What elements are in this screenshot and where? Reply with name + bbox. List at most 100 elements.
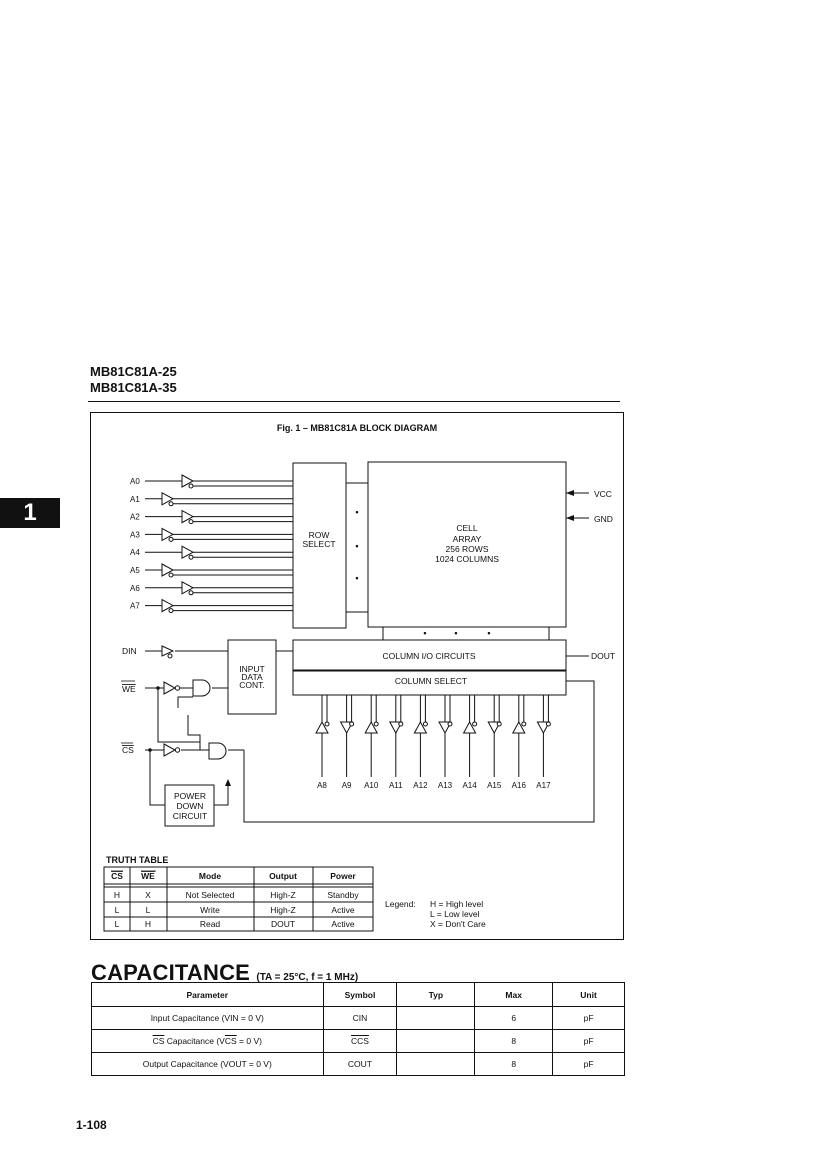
column-address-label: A16 <box>512 781 527 790</box>
tt-cell: DOUT <box>271 919 295 929</box>
address-buffer <box>181 509 195 524</box>
tt-header-cs: CS <box>111 871 123 881</box>
cap-typ <box>396 1006 476 1030</box>
tt-header-mode: Mode <box>199 871 221 881</box>
tt-cell: L <box>115 905 120 915</box>
address-buffer <box>161 491 175 506</box>
address-buffer-bubble <box>168 608 174 614</box>
column-address-label: A11 <box>389 781 403 790</box>
cap-header-typ: Typ <box>396 982 476 1007</box>
address-buffer <box>181 580 195 595</box>
address-label: A2 <box>130 513 140 522</box>
tt-header-we: WE <box>141 871 155 881</box>
cap-param-bar: CS <box>152 1036 165 1046</box>
address-label: A5 <box>130 566 140 575</box>
cap-param-bar: CS <box>224 1036 237 1046</box>
block-diagram-frame <box>90 412 624 940</box>
cap-param-text: = 0 V) <box>236 1036 262 1046</box>
address-buffer-bubble <box>188 483 194 489</box>
legend-item: L = Low level <box>430 909 480 919</box>
column-address-label: A17 <box>536 781 551 790</box>
section-tab: 1 <box>0 498 60 528</box>
cap-typ <box>396 1052 476 1076</box>
cell-array-label: CELL <box>456 523 478 533</box>
address-buffer-bubble <box>188 519 194 525</box>
column-buffer <box>413 720 428 734</box>
cap-unit: pF <box>552 1029 625 1053</box>
address-buffer-bubble <box>188 590 194 596</box>
address-buffer-bubble <box>168 572 174 578</box>
address-label: A1 <box>130 495 140 504</box>
column-buffer-bubble <box>496 721 502 727</box>
column-address-label: A14 <box>462 781 477 790</box>
array-dot: • <box>355 541 358 551</box>
cap-param-text: Capacitance (V <box>164 1036 225 1046</box>
address-buffer-bubble <box>168 536 174 542</box>
tt-cell: High-Z <box>270 905 296 915</box>
column-buffer-bubble <box>521 721 527 727</box>
gnd-label: GND <box>594 514 613 524</box>
column-buffer-bubble <box>545 721 551 727</box>
tt-cell: Write <box>200 905 220 915</box>
cap-param: Input Capacitance (VIN = 0 V) <box>91 1006 324 1030</box>
address-label: A6 <box>130 584 140 593</box>
address-label: A3 <box>130 530 140 539</box>
cap-typ <box>396 1029 476 1053</box>
column-address-label: A13 <box>438 781 453 790</box>
array-dot: • <box>423 628 426 638</box>
tt-cell: H <box>114 890 120 900</box>
cell-array-block <box>367 461 567 628</box>
part-number-25: MB81C81A-25 <box>90 364 177 379</box>
array-dot: • <box>487 628 490 638</box>
part-number-35: MB81C81A-35 <box>90 380 177 395</box>
legend-label: Legend: <box>385 899 416 909</box>
cap-unit: pF <box>552 1006 625 1030</box>
array-dot: • <box>355 507 358 517</box>
column-buffer <box>364 720 379 734</box>
input-data-label: CONT. <box>239 680 265 690</box>
capacitance-title: CAPACITANCE <box>91 960 251 985</box>
cap-header-parameter: Parameter <box>91 982 324 1007</box>
address-buffer <box>181 474 195 488</box>
address-label: A4 <box>130 548 140 557</box>
row-select-label: SELECT <box>302 539 335 549</box>
header-rule <box>88 401 620 402</box>
column-io-block <box>292 639 567 671</box>
page-number: 1-108 <box>76 1118 107 1132</box>
column-buffer-bubble <box>349 721 355 727</box>
cap-symbol: CCS <box>322 1029 398 1053</box>
tt-cell: Not Selected <box>186 890 235 900</box>
cap-unit: pF <box>552 1052 625 1076</box>
capacitance-conditions: (TA = 25°C, f = 1 MHz) <box>256 972 359 983</box>
cap-max: 8 <box>474 1052 554 1076</box>
tt-cell: L <box>146 905 151 915</box>
power-down-label: POWER <box>174 791 206 801</box>
cell-array-label: ARRAY <box>453 534 482 544</box>
array-dot: • <box>454 628 457 638</box>
power-down-label: DOWN <box>177 801 204 811</box>
cs-label: CS <box>122 745 134 755</box>
dout-label: DOUT <box>591 651 615 661</box>
address-buffer-bubble <box>168 501 174 507</box>
capacitance-heading: CAPACITANCE (TA = 25°C, f = 1 MHz) <box>91 960 358 986</box>
tt-cell: Read <box>200 919 221 929</box>
vcc-label: VCC <box>594 489 612 499</box>
column-buffer <box>511 720 526 734</box>
tt-header-output: Output <box>269 871 297 881</box>
address-buffer <box>181 545 195 560</box>
cell-array-label: 1024 COLUMNS <box>435 554 499 564</box>
cell-array-label: 256 ROWS <box>446 544 489 554</box>
cap-param: CS Capacitance (VCS = 0 V) <box>91 1029 324 1053</box>
column-buffer-bubble <box>422 721 428 727</box>
tt-cell: Standby <box>327 890 359 900</box>
column-address-label: A9 <box>342 781 352 790</box>
tt-cell: High-Z <box>270 890 296 900</box>
cap-symbol-bar: CCS <box>351 1036 369 1046</box>
column-address-label: A12 <box>413 781 428 790</box>
row-select-block <box>292 462 347 629</box>
column-buffer-bubble <box>472 721 478 727</box>
column-io-label: COLUMN I/O CIRCUITS <box>382 651 475 661</box>
column-select-label: COLUMN SELECT <box>395 676 467 686</box>
legend-item: H = High level <box>430 899 483 909</box>
tt-cell: X <box>145 890 151 900</box>
